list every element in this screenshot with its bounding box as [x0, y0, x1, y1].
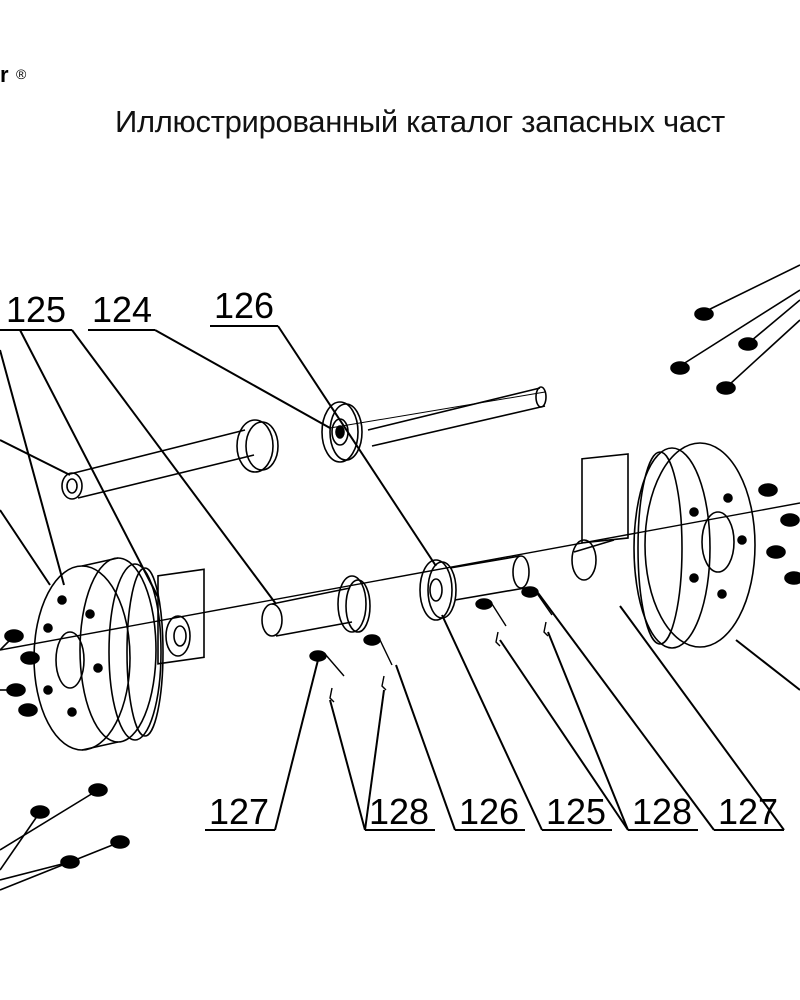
- nut-cluster-left: [0, 629, 40, 717]
- right-wheel-hub: [571, 442, 756, 649]
- bolt-left-1: [309, 650, 345, 677]
- callout-126-bottom: 126: [459, 791, 519, 832]
- catalog-title: Иллюстрированный каталог запасных част: [115, 104, 725, 139]
- bolt-mid-2: [521, 586, 553, 616]
- callout-128-bottom-right: 128: [632, 791, 692, 832]
- nut-cluster-right: [758, 483, 800, 585]
- assembly-axis: [0, 502, 800, 651]
- callout-124-top: 124: [92, 289, 152, 330]
- middle-flange: [419, 555, 530, 621]
- left-wheel-hub: [33, 557, 205, 751]
- callout-128-bottom-left: 128: [369, 791, 429, 832]
- bolts: [309, 586, 553, 703]
- upper-flange: [321, 401, 363, 463]
- callout-127-bottom-left: 127: [209, 791, 269, 832]
- registered-mark: ®: [16, 66, 27, 82]
- brand-logo-fragment: r: [0, 62, 9, 87]
- upper-shaft: [61, 386, 547, 500]
- callout-126-top: 126: [214, 285, 274, 326]
- callout-127-bottom-right: 127: [718, 791, 778, 832]
- callout-125-bottom: 125: [546, 791, 606, 832]
- bolt-left-2: [363, 634, 393, 666]
- nut-cluster-top-right: [670, 264, 800, 395]
- bottom-callout-leaders: [205, 592, 800, 831]
- nut-cluster-bottom-left: [0, 783, 130, 891]
- middle-shaft: [261, 575, 371, 637]
- callout-125-top: 125: [6, 289, 66, 330]
- top-callout-leaders: [0, 325, 437, 605]
- bolt-mid-1: [475, 598, 507, 627]
